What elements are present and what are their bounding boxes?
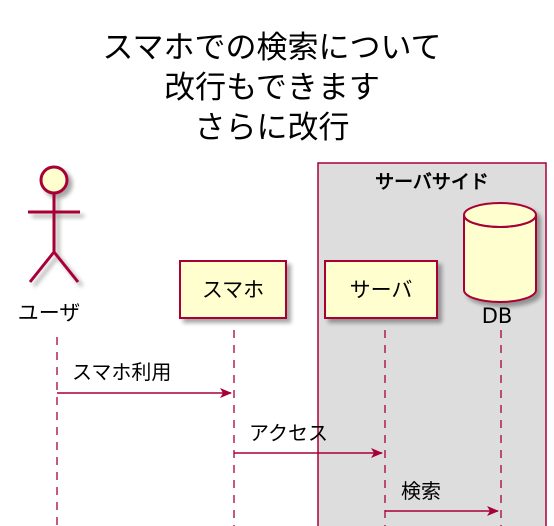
participant-phone-box [179,260,287,319]
message-label-2: アクセス [249,421,328,445]
actor-user-icon [28,165,80,283]
database-db-label: DB [482,304,513,328]
diagram-title-line-2: 改行もできます [164,70,380,106]
message-label-1: スマホ利用 [72,360,171,384]
participant-phone-label: スマホ [202,278,264,302]
database-db-icon [463,202,537,303]
message-label-3: 検索 [401,479,441,503]
diagram-title-line-3: さらに改行 [195,110,350,146]
diagram-title-line-1: スマホでの検索について [102,30,441,66]
group-title: サーバサイド [375,171,489,193]
participant-server-label: サーバ [350,278,413,302]
actor-user-label: ユーザ [18,301,81,325]
participant-server-box [324,260,438,319]
